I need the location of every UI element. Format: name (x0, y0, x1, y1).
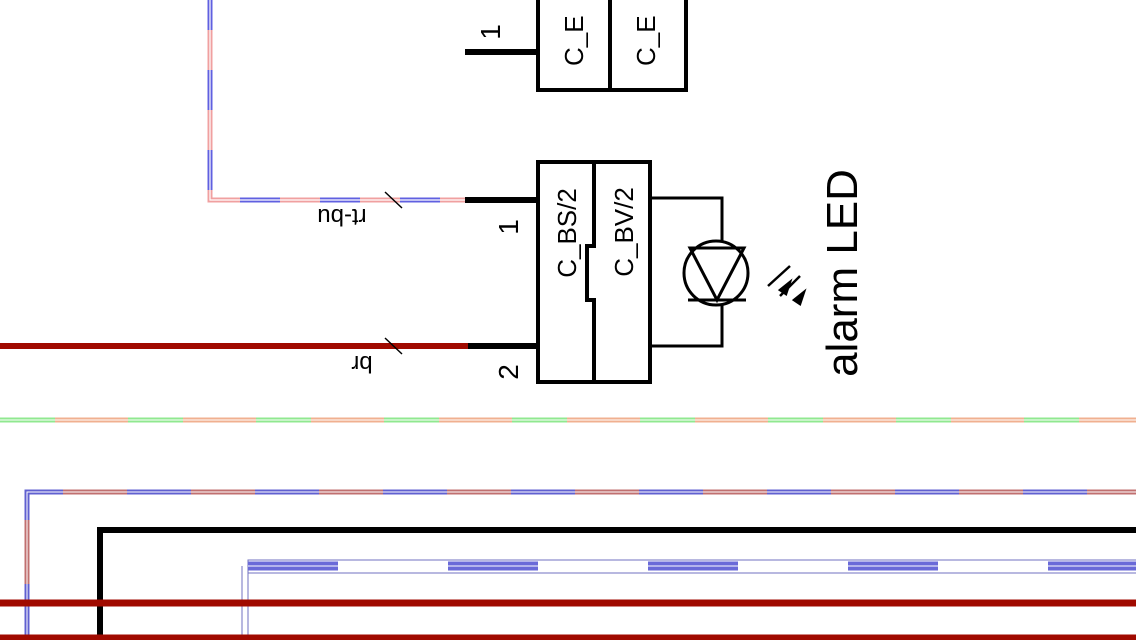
wire-tick (384, 191, 403, 209)
wire-rt-bu[interactable]: rt-bu (207, 0, 465, 230)
led-circle (682, 239, 750, 307)
top-cavity-label-left: C_E (559, 15, 589, 66)
diode-icon (687, 246, 747, 304)
pin-1-label: 1 (493, 219, 524, 235)
top-connector[interactable]: 1 C_E C_E (465, 0, 688, 92)
top-cavity-label-right: C_E (631, 15, 661, 66)
connector-divider (585, 162, 596, 382)
wire-br-label: br (351, 350, 372, 377)
alarm-led[interactable]: alarm LED (650, 169, 867, 377)
top-connector-body (536, 0, 688, 92)
wire-blue-red[interactable] (24, 489, 1136, 640)
right-cavity-label: C_BV/2 (609, 187, 639, 277)
wire-tick (384, 337, 403, 355)
wire-br[interactable]: br (0, 337, 468, 377)
light-emission-arrows-icon (767, 265, 807, 306)
pin-2-label: 2 (493, 364, 524, 380)
wire-black[interactable] (97, 527, 1136, 640)
connector-c-bs[interactable]: 1 2 C_BS/2 C_BV/2 (465, 160, 652, 384)
component-label: alarm LED (818, 169, 867, 377)
wire-rt-bu-label: rt-bu (317, 203, 366, 230)
left-cavity-label: C_BS/2 (552, 188, 582, 278)
led-leads (650, 196, 724, 348)
top-pin-1-label: 1 (475, 24, 506, 40)
